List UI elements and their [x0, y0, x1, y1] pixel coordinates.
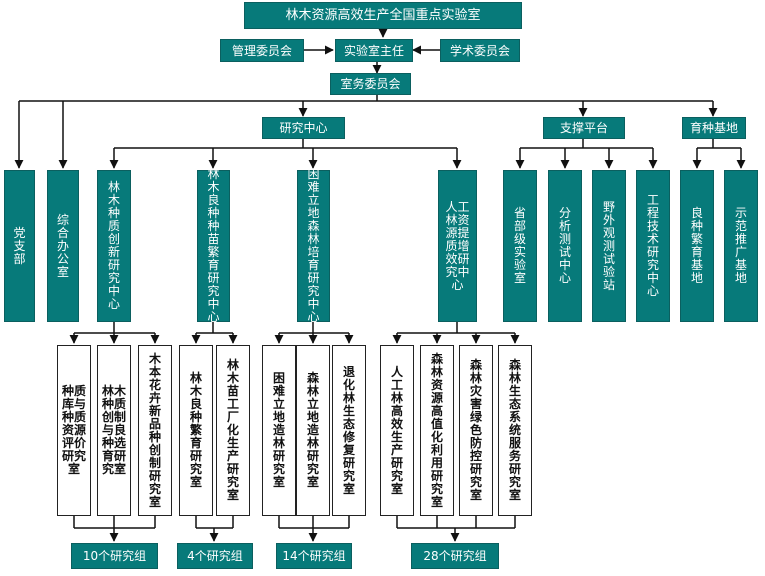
- lab-box: 人工林高效生产研究室: [380, 345, 414, 516]
- support-platform-label: 支撑平台: [559, 121, 608, 135]
- lab-box: 种质库与种质资源评价研究室: [57, 345, 91, 516]
- germplasm-innovation-center-box: 林木种质创新研究中心: [97, 170, 131, 322]
- seed-breeding-base-label: 良种繁育基地: [691, 206, 704, 285]
- general-office-box: 综合办公室: [47, 170, 79, 322]
- party-branch-label: 党支部: [13, 225, 26, 266]
- field-station-label: 野外观测试验站: [603, 199, 616, 292]
- demo-base-label: 示范推广基地: [735, 206, 748, 285]
- provincial-lab-label: 省部级实验室: [514, 206, 527, 285]
- engineering-center-box: 工程技术研究中心: [636, 170, 670, 322]
- office-committee-box: 室务委员会: [330, 73, 411, 95]
- analysis-center-label: 分析测试中心: [559, 206, 572, 285]
- group-count-box: 14个研究组: [276, 543, 352, 569]
- engineering-center-label: 工程技术研究中心: [647, 193, 660, 298]
- difficult-site-center-box: 困难立地森林培育研究中心: [297, 167, 330, 324]
- academic-committee-box: 学术委员会: [440, 39, 520, 62]
- lab-box: 木本花卉新品种创制研究室: [138, 345, 172, 516]
- group-count-label: 10个研究组: [82, 549, 147, 563]
- seedling-breeding-center-label: 林木良种种苗繁育研究中心: [207, 167, 220, 324]
- lab-box: 退化林生态修复研究室: [332, 345, 366, 516]
- lab-label: 木本花卉新品种创制研究室: [149, 351, 162, 509]
- management-committee-label: 管理委员会: [231, 43, 292, 58]
- demo-base-box: 示范推广基地: [724, 170, 758, 322]
- lab-box: 林木种质创制与良种选育研究室: [97, 345, 131, 516]
- lab-label: 林木苗工厂化生产研究室: [227, 358, 240, 502]
- research-center-label: 研究中心: [279, 121, 328, 135]
- plantation-efficiency-center-label: 人工林资源提质增效研究中心: [445, 199, 470, 292]
- lab-label: 困难立地造林研究室: [273, 371, 286, 489]
- lab-label: 林木良种繁育研究室: [190, 371, 203, 489]
- group-count-label: 14个研究组: [282, 549, 346, 563]
- lab-label: 人工林高效生产研究室: [391, 364, 404, 496]
- group-count-label: 28个研究组: [423, 549, 487, 563]
- lab-label: 种质库与种质资源评价研究室: [62, 384, 87, 476]
- lab-label: 林木种质创制与良种选育研究室: [102, 384, 127, 476]
- lab-box: 森林资源高值化利用研究室: [420, 345, 454, 516]
- office-committee-label: 室务委员会: [340, 77, 401, 91]
- party-branch-box: 党支部: [4, 170, 35, 322]
- germplasm-innovation-center-label: 林木种质创新研究中心: [108, 180, 121, 311]
- provincial-lab-box: 省部级实验室: [503, 170, 537, 322]
- breeding-base-box: 育种基地: [682, 117, 746, 139]
- lab-label: 森林生态系统服务研究室: [509, 358, 522, 502]
- lab-label: 退化林生态修复研究室: [343, 364, 356, 496]
- seedling-breeding-center-box: 林木良种种苗繁育研究中心: [197, 167, 230, 324]
- lab-box: 森林立地造林研究室: [296, 345, 330, 516]
- analysis-center-box: 分析测试中心: [548, 170, 582, 322]
- group-count-box: 10个研究组: [71, 543, 158, 569]
- lab-box: 森林生态系统服务研究室: [498, 345, 532, 516]
- lab-label: 森林立地造林研究室: [307, 371, 320, 489]
- seed-breeding-base-box: 良种繁育基地: [680, 170, 714, 322]
- plantation-efficiency-center-box: 人工林资源提质增效研究中心: [438, 170, 477, 322]
- group-count-box: 4个研究组: [177, 543, 253, 569]
- lab-title: 林木资源高效生产全国重点实验室: [285, 8, 481, 23]
- lab-label: 森林资源高值化利用研究室: [431, 351, 444, 509]
- director-label: 实验室主任: [343, 43, 404, 58]
- management-committee-box: 管理委员会: [220, 39, 304, 62]
- lab-label: 森林灾害绿色防控研究室: [470, 358, 483, 502]
- group-count-label: 4个研究组: [187, 549, 243, 563]
- difficult-site-center-label: 困难立地森林培育研究中心: [307, 167, 320, 324]
- general-office-label: 综合办公室: [57, 212, 70, 279]
- field-station-box: 野外观测试验站: [592, 170, 626, 322]
- director-box: 实验室主任: [335, 39, 413, 62]
- academic-committee-label: 学术委员会: [449, 43, 510, 58]
- support-platform-box: 支撑平台: [543, 117, 625, 139]
- lab-box: 林木苗工厂化生产研究室: [216, 345, 250, 516]
- group-count-box: 28个研究组: [411, 543, 499, 569]
- lab-box: 森林灾害绿色防控研究室: [459, 345, 493, 516]
- breeding-base-label: 育种基地: [689, 121, 738, 135]
- research-center-box: 研究中心: [262, 117, 345, 139]
- lab-box: 林木良种繁育研究室: [179, 345, 213, 516]
- lab-title-box: 林木资源高效生产全国重点实验室: [244, 2, 522, 29]
- lab-box: 困难立地造林研究室: [262, 345, 296, 516]
